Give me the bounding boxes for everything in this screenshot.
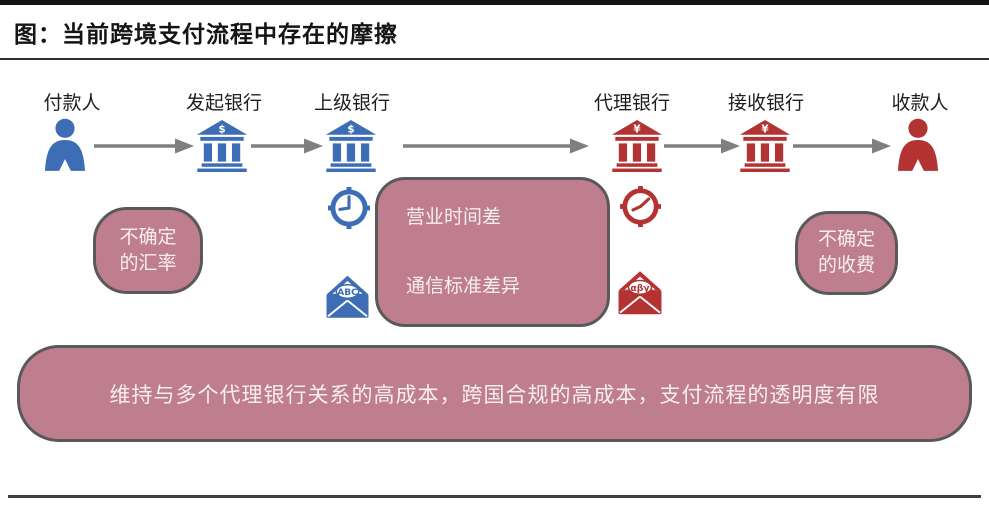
message-standard-envelope-icon: ABC — [325, 275, 370, 320]
bank-currency-symbol: $ — [218, 124, 225, 136]
superior-bank-icon: $ — [325, 120, 377, 172]
node-label-correspondent-bank: 代理银行 — [593, 92, 670, 114]
top-border — [0, 0, 989, 5]
friction-line: 营业时间差 — [406, 206, 502, 228]
receiving-bank-icon: ¥ — [739, 120, 791, 172]
friction-line: 不确定 — [817, 228, 875, 251]
bottom-border — [8, 495, 981, 498]
friction-box-exchange-rate: 不确定 的汇率 — [93, 207, 203, 294]
figure-title: 图：当前跨境支付流程中存在的摩擦 — [14, 22, 398, 48]
bank-currency-symbol: ¥ — [633, 124, 641, 136]
friction-box-fees: 不确定 的收费 — [795, 211, 898, 295]
message-standard-envelope-icon-red: αβγ — [617, 271, 663, 316]
friction-line: 通信标准差异 — [406, 275, 521, 297]
node-label-receiving-bank: 接收银行 — [727, 92, 804, 114]
friction-line: 的收费 — [817, 254, 875, 276]
correspondent-bank-icon: ¥ — [611, 120, 663, 172]
originating-bank-icon: $ — [196, 120, 248, 172]
payer-person-icon — [40, 116, 90, 174]
flow-arrow — [793, 138, 891, 154]
flow-arrow — [251, 138, 323, 154]
payee-person-icon — [893, 116, 943, 174]
friction-summary-text: 维持与多个代理银行关系的高成本，跨国合规的高成本，支付流程的透明度有限 — [109, 382, 880, 407]
node-label-superior-bank: 上级银行 — [313, 92, 390, 114]
node-label-payee: 收款人 — [891, 92, 949, 114]
friction-box-bottom-summary: 维持与多个代理银行关系的高成本，跨国合规的高成本，支付流程的透明度有限 — [17, 345, 972, 442]
flow-arrow — [403, 138, 589, 154]
bank-currency-symbol: ¥ — [761, 124, 769, 136]
flow-arrow — [94, 138, 194, 154]
node-label-payer: 付款人 — [43, 92, 101, 114]
bank-currency-symbol: $ — [347, 124, 354, 136]
flow-arrow — [664, 138, 740, 154]
friction-line: 的汇率 — [119, 251, 177, 274]
business-hours-clock-icon-red — [620, 186, 661, 227]
friction-box-hours-and-standards: 营业时间差 通信标准差异 — [375, 177, 610, 327]
business-hours-clock-icon — [328, 187, 370, 229]
friction-line: 不确定 — [119, 225, 177, 248]
node-label-originating-bank: 发起银行 — [185, 92, 262, 114]
envelope-label: αβγ — [630, 283, 650, 294]
envelope-label: ABC — [337, 288, 358, 298]
title-divider — [0, 58, 989, 60]
